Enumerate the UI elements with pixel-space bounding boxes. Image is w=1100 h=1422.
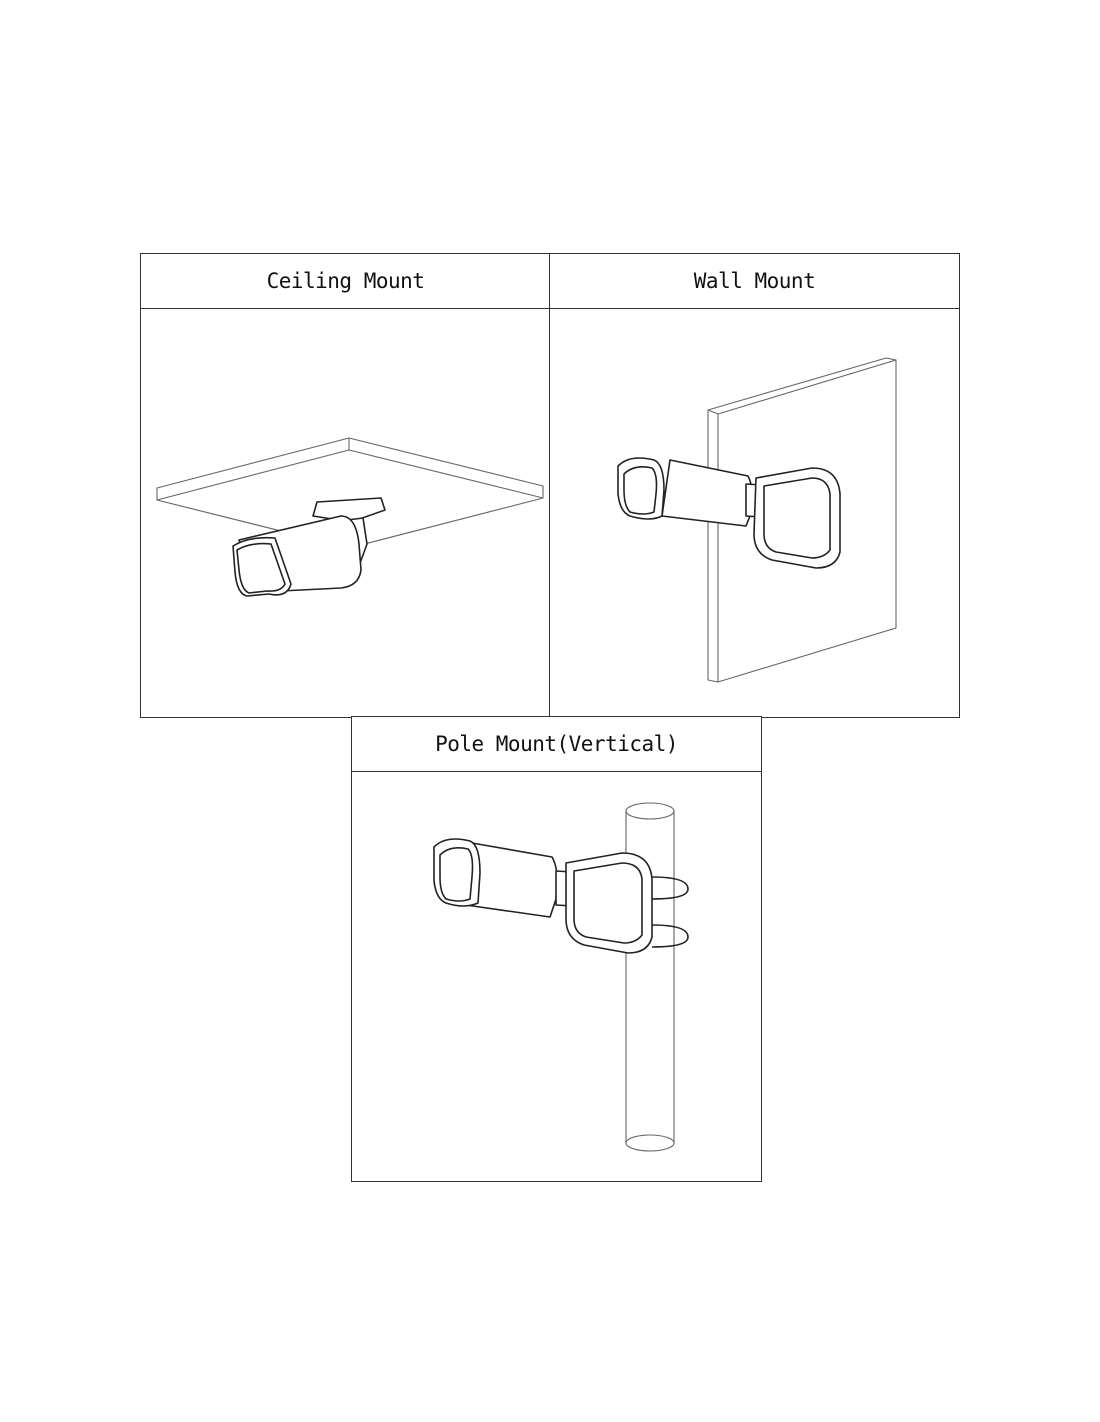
ceiling-mount-title: Ceiling Mount [141,254,550,309]
pole-mount-vertical-title: Pole Mount(Vertical) [352,717,761,772]
wall-mount-title: Wall Mount [550,254,959,309]
pole-mount-vertical-panel: Pole Mount(Vertical) [351,716,762,1182]
pole-mount-illustration [433,802,689,1152]
ceiling-mount-panel: Ceiling Mount [140,253,551,718]
wall-mount-panel: Wall Mount [549,253,960,718]
ceiling-mount-illustration [156,437,544,597]
wall-mount-illustration [617,357,897,683]
